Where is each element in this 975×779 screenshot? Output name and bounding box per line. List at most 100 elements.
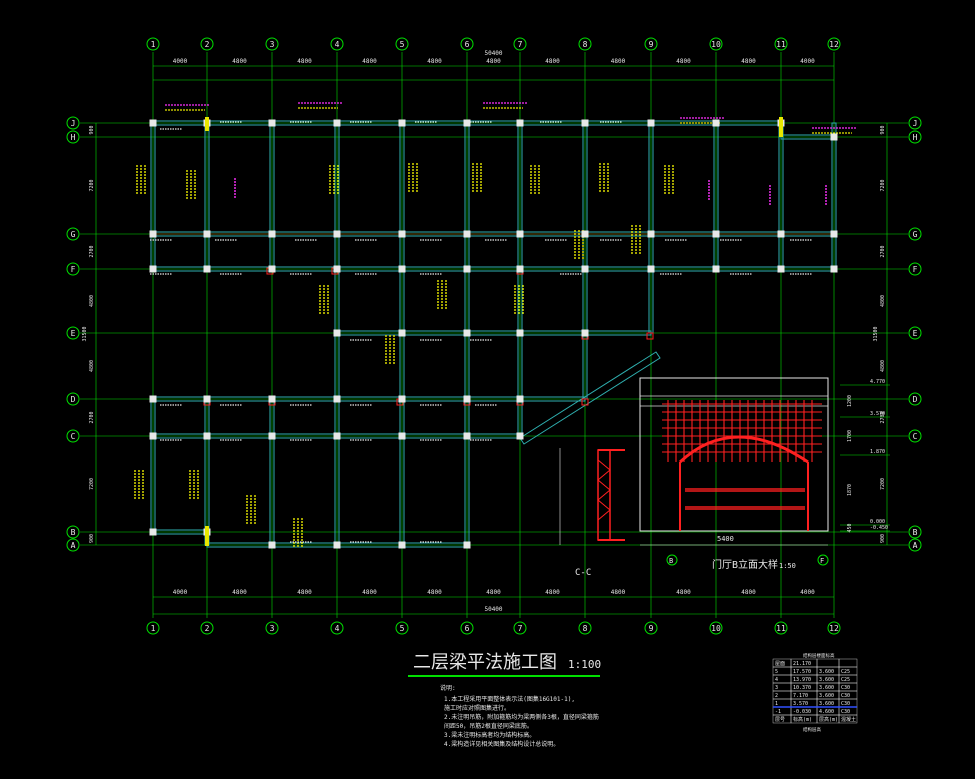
column [647,265,655,273]
table-cell-text: C25 [841,669,850,675]
red-detail [581,398,589,406]
column [647,230,655,238]
table-cell-text: 13.970 [793,677,811,683]
column [516,230,524,238]
axis-bubble [774,37,788,51]
axis-label: 8 [583,624,588,633]
column [647,119,655,127]
table-cell-text: 3.570 [793,701,808,707]
span-dimension: 4800 [362,589,377,596]
axis-label: 6 [465,624,470,633]
column [333,432,341,440]
span-dimension: 4800 [741,589,756,596]
axis-label: 7 [518,624,523,633]
column-highlight [205,117,209,131]
axis-bubble [644,37,658,51]
red-detail [646,332,654,340]
span-dimension: 4800 [676,589,691,596]
table-title: 结构层楼面标高 [803,652,835,659]
row-dimension: 900 [880,125,886,134]
table-cell-text: 4.600 [819,709,834,715]
span-dimension: 4000 [173,589,188,596]
axis-label: D [913,395,918,404]
column [581,119,589,127]
total-dimension: 50400 [484,606,502,613]
column [203,265,211,273]
axis-bubble [146,37,160,51]
column [712,230,720,238]
column-highlight [779,117,783,137]
column [581,265,589,273]
axis-label: D [71,395,76,404]
column [398,329,406,337]
span-dimension: 4800 [232,589,247,596]
column [581,329,589,337]
axis-bubble [66,429,80,443]
axis-label: 4 [335,624,340,633]
axis-label: F [913,265,918,274]
axis-label: 12 [829,624,839,633]
column [463,329,471,337]
row-dimension: 2700 [89,411,95,423]
axis-bubble [709,37,723,51]
row-dimension: 4800 [89,360,95,372]
elevation-scale: 1:50 [779,562,796,570]
axis-bubble [66,227,80,241]
axis-label: H [71,133,76,142]
column [830,265,838,273]
elevation-axis-f: F [820,557,824,565]
axis-label: 10 [711,40,721,49]
level-dimension: 1870 [847,484,853,496]
column [268,395,276,403]
column [149,230,157,238]
axis-bubble [395,37,409,51]
axis-label: 9 [649,624,654,633]
column [268,119,276,127]
table-cell-text: 层号 [775,717,785,723]
elevation-top-dim: 5400 [717,535,734,543]
note-line: 施工时应对照图集进行。 [444,704,510,712]
axis-bubble [200,37,214,51]
table-cell-text: C30 [841,701,850,707]
axis-bubble [66,525,80,539]
axis-bubble [200,621,214,635]
drawing-title-block: 二层梁平法施工图 1:100 [408,652,601,677]
axis-label: 6 [465,40,470,49]
span-dimension: 4800 [297,589,312,596]
axis-label: B [913,528,918,537]
row-dimension: 2700 [880,245,886,257]
row-dimension: 7200 [880,478,886,490]
column [463,119,471,127]
table-cell-text: 1 [775,701,778,707]
column [398,395,406,403]
note-line: 4.梁构造详见相关图集及结构设计总说明。 [444,740,559,748]
row-dimension: 2700 [89,245,95,257]
column [268,265,276,273]
row-dimension-total: 31500 [82,326,88,341]
table-cell-text: 5 [775,669,778,675]
span-dimension: 4800 [545,58,560,65]
column-highlight [205,526,209,546]
axis-bubble [146,621,160,635]
beam-annotations [134,102,857,548]
span-dimension: 4000 [800,589,815,596]
notes-heading: 说明: [440,684,456,692]
row-dimension: 900 [89,534,95,543]
table-cell-text: -1 [775,709,781,715]
column [203,230,211,238]
row-dimension: 2700 [880,411,886,423]
column [516,432,524,440]
table-cell-text: 屋面 [775,661,785,667]
axis-label: H [913,133,918,142]
row-dimension-total: 31500 [873,326,879,341]
table-cell-text: 标高(m) [793,716,812,723]
axis-label: 11 [776,40,786,49]
axis-label: E [913,329,918,338]
table-cell-text: 3.600 [819,693,834,699]
axis-label: 3 [270,40,275,49]
table-cell-text: 21.170 [793,661,811,667]
total-dimension: 50400 [484,50,502,57]
axis-bubble [66,130,80,144]
